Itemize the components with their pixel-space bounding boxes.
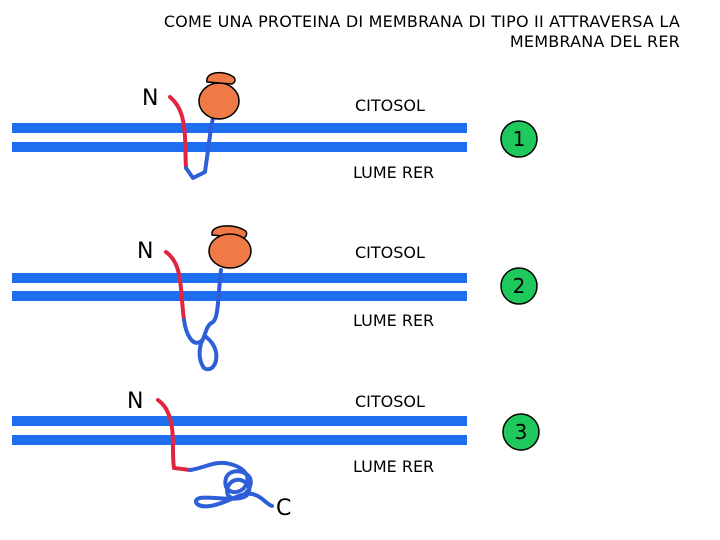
cytosol-label-2: CITOSOL: [355, 243, 425, 262]
c-terminus-label: C: [276, 496, 292, 521]
ribosome-2: [208, 225, 252, 269]
lumen-label-3: LUME RER: [353, 457, 435, 476]
title-line-1: COME UNA PROTEINA DI MEMBRANA DI TIPO II…: [163, 12, 680, 31]
step-number-1: 1: [513, 127, 526, 151]
membrane-inner-leaflet-1: [12, 142, 467, 152]
lumen-label-1: LUME RER: [353, 163, 435, 182]
panel-3: 3: [12, 398, 540, 509]
cytosol-label-1: CITOSOL: [355, 96, 425, 115]
step-badge-3: 3: [502, 413, 540, 451]
membrane-outer-leaflet-2: [12, 273, 467, 283]
lumen-label-2: LUME RER: [353, 311, 435, 330]
signal-anchor-segment-2: [164, 250, 186, 322]
n-terminus-label-3: N: [127, 389, 144, 414]
membrane-outer-leaflet-3: [12, 416, 467, 426]
signal-anchor-segment-1: [168, 95, 188, 170]
step-number-3: 3: [515, 420, 528, 444]
polypeptide-chain-2: [182, 268, 223, 372]
diagram-title: COME UNA PROTEINA DI MEMBRANA DI TIPO II…: [40, 12, 680, 52]
polypeptide-chain-1: [184, 116, 215, 180]
membrane-inner-leaflet-2: [12, 291, 467, 301]
polypeptide-chain-3: [188, 460, 274, 509]
ribosome-1: [198, 71, 240, 120]
title-line-2: MEMBRANA DEL RER: [509, 32, 680, 51]
panel-1: 1: [12, 71, 538, 180]
n-terminus-label-2: N: [137, 239, 154, 264]
membrane-outer-leaflet-1: [12, 123, 467, 133]
signal-anchor-segment-3: [156, 398, 192, 472]
cytosol-label-3: CITOSOL: [355, 392, 425, 411]
step-number-2: 2: [513, 274, 526, 298]
step-badge-2: 2: [500, 267, 538, 305]
panel-2: 2: [12, 225, 538, 372]
step-badge-1: 1: [500, 120, 538, 158]
n-terminus-label-1: N: [142, 86, 159, 111]
membrane-inner-leaflet-3: [12, 435, 467, 445]
